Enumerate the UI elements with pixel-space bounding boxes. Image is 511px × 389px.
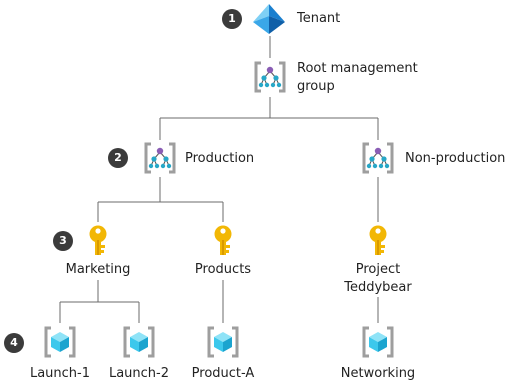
subscription-key-icon	[214, 225, 232, 255]
subscription-key-icon	[89, 225, 107, 255]
products-label: Products	[194, 262, 252, 277]
product-a-label: Product-A	[191, 366, 255, 381]
marketing-label: Marketing	[65, 262, 131, 277]
step-badge-1: 1	[222, 9, 242, 29]
root-management-group-label-line1: Root management	[297, 61, 418, 76]
root-management-group-label-line2: group	[297, 79, 335, 94]
step-badge-2: 2	[108, 148, 128, 168]
project-teddybear-label-line1: Project	[355, 262, 401, 277]
tenant-label: Tenant	[297, 11, 341, 26]
launch2-label: Launch-2	[108, 366, 170, 381]
management-group-icon	[362, 142, 394, 174]
launch1-label: Launch-1	[29, 366, 91, 381]
management-group-icon	[144, 142, 176, 174]
resource-group-cube-icon	[207, 326, 239, 358]
project-teddybear-label-line2: Teddybear	[344, 280, 412, 295]
step-badge-3: 3	[53, 231, 73, 251]
resource-group-cube-icon	[362, 326, 394, 358]
resource-group-cube-icon	[44, 326, 76, 358]
resource-group-cube-icon	[123, 326, 155, 358]
azure-tenant-pyramid-icon	[253, 4, 285, 34]
management-group-icon	[254, 61, 286, 93]
nonproduction-label: Non-production	[405, 151, 506, 166]
subscription-key-icon	[369, 225, 387, 255]
step-badge-4: 4	[4, 333, 24, 353]
production-label: Production	[185, 151, 255, 166]
networking-label: Networking	[340, 366, 416, 381]
